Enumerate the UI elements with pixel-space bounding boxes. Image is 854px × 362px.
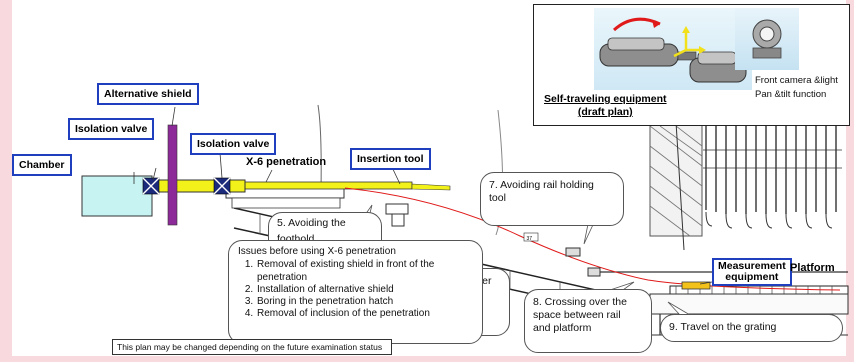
chamber-box (81, 175, 153, 217)
pedestal-wall (649, 117, 703, 237)
camera-caption-line1: Front camera &light (755, 75, 838, 86)
draft-title-line1: Self-traveling equipment (544, 93, 667, 105)
isolation-valve-right-label: Isolation valve (190, 133, 277, 155)
device-on-rail (565, 247, 601, 277)
camera-caption-line2: Pan &tilt function (755, 89, 827, 100)
wall-curve-left (317, 104, 322, 191)
slide-frame-left (0, 0, 12, 362)
main-pipe (149, 179, 246, 193)
small-tag-text: 37 (527, 236, 533, 242)
issue-item: Removal of inclusion of the penetration (256, 308, 473, 320)
callout7-line2: tool (489, 192, 506, 204)
measurement-equipment-line2: equipment (725, 271, 779, 283)
insertion-tool-tip (411, 183, 451, 191)
isolation-valve-right-symbol (213, 177, 231, 195)
foothold (385, 203, 409, 227)
callout8-line2: space between rail (533, 309, 621, 321)
callout8-line3: and platform (533, 322, 592, 334)
draft-title: Self-traveling equipment (draft plan) (544, 93, 667, 119)
chamber-label: Chamber (12, 154, 72, 176)
slide-frame-right (846, 0, 854, 362)
insertion-tool-label: Insertion tool (350, 148, 431, 170)
callout8-line1: 8. Crossing over the (533, 296, 627, 308)
platform-label: Platform (790, 262, 835, 274)
callout-travel-grating: 9. Travel on the grating (660, 314, 843, 342)
isolation-valve-left-label: Isolation valve (68, 118, 155, 140)
draft-title-line2: (draft plan) (577, 106, 633, 118)
callout-rail-holding-tool: 7. Avoiding rail holding tool (480, 172, 624, 226)
control-rod-drives (703, 125, 842, 229)
slide-frame-bottom (0, 356, 854, 362)
insertion-tool-rod (243, 181, 413, 190)
callout5-line1: 5. Avoiding the (277, 217, 346, 229)
draft-pointer (675, 121, 685, 251)
measurement-equipment-line1: Measurement (718, 260, 786, 272)
measurement-equipment-block (681, 281, 711, 290)
issues-list: Removal of existing shield in front of t… (238, 259, 473, 320)
callout-space-rail-platform: 8. Crossing over the space between rail … (524, 289, 652, 353)
camera-caption: Front camera &light Pan &tilt function (755, 74, 838, 102)
alternative-shield-plate (167, 124, 178, 226)
issues-title: Issues before using X-6 penetration (238, 246, 396, 257)
x6-penetration-label: X-6 penetration (246, 156, 327, 168)
cable-red (344, 187, 841, 291)
issue-item: Installation of alternative shield (256, 284, 473, 296)
issue-item: Boring in the penetration hatch (256, 296, 473, 308)
callout7-line1: 7. Avoiding rail holding (489, 179, 594, 191)
measurement-equipment-label: Measurement equipment (712, 258, 792, 286)
small-tag-box (523, 232, 539, 242)
robot-image (594, 8, 752, 90)
issue-item: Removal of existing shield in front of t… (256, 259, 473, 284)
alternative-shield-label: Alternative shield (97, 83, 199, 105)
isolation-valve-left-symbol (142, 177, 160, 195)
disclaimer-note: This plan may be changed depending on th… (112, 339, 392, 355)
issues-box: Issues before using X-6 penetration Remo… (228, 240, 483, 344)
x6-penetration-sleeve (225, 187, 345, 209)
camera-image (735, 8, 799, 70)
